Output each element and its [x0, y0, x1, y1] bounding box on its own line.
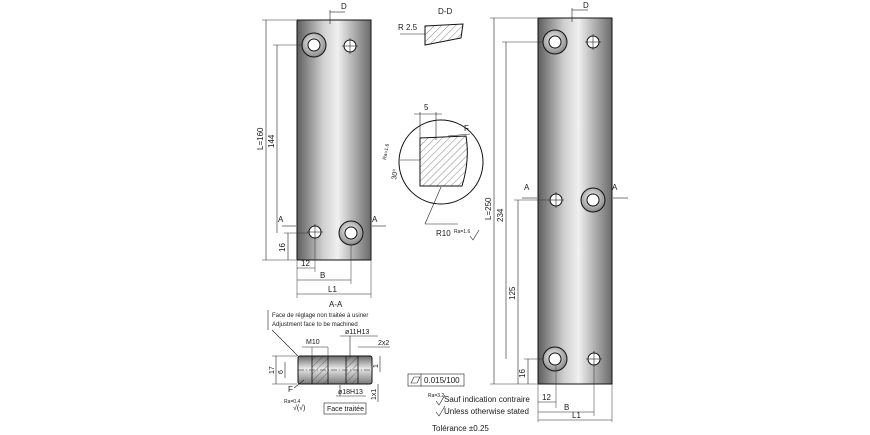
- right-dim-b: B: [564, 403, 569, 412]
- section-aa: A-A Face de réglage non traitée à usiner…: [267, 300, 390, 415]
- left-hole-top-large: [301, 32, 327, 58]
- left-section-mark-d: D: [341, 2, 347, 11]
- right-cut-a-left: A: [524, 183, 530, 192]
- detail-roughness-right: Ra=1.6: [454, 229, 470, 235]
- right-plate-view: D A A L=250 234 125 16 12 B L1: [484, 1, 628, 422]
- left-dim-16: 16: [278, 243, 287, 252]
- section-aa-roughness: Ra=0.4: [284, 399, 300, 405]
- section-aa-roughness-sub: √(√): [293, 404, 305, 412]
- detail-section: [419, 135, 468, 187]
- section-dd: D-D R 2.5: [398, 7, 464, 46]
- left-dim-length: L=160: [256, 127, 265, 150]
- section-aa-note-fr: Face de réglage non traitée à usiner: [272, 313, 368, 319]
- left-hole-bottom-small: [307, 224, 323, 240]
- detail-radius: R10: [436, 229, 451, 238]
- right-dim-234: 234: [496, 208, 505, 222]
- detail-angle: 30°: [390, 168, 400, 180]
- detail-roughness-left: Ra=1.6: [382, 143, 391, 160]
- section-dd-title: D-D: [438, 7, 452, 16]
- left-cut-a-right: A: [372, 215, 378, 224]
- section-aa-dim-1x1: 1x1: [371, 389, 378, 400]
- notes-en: Unless otherwise stated: [444, 407, 529, 416]
- detail-view: 5 F 30° Ra=1.6 R10 Ra=1.6: [382, 103, 484, 241]
- left-cut-a-left: A: [278, 215, 284, 224]
- left-plate-view: D A A L=160 144 16 12 B L1: [256, 2, 386, 298]
- section-aa-dim-6: 6: [278, 370, 285, 374]
- detail-mark-f: F: [464, 124, 469, 133]
- right-dim-16: 16: [518, 369, 527, 378]
- right-hole-top-small: [585, 34, 601, 50]
- section-aa-title: A-A: [329, 300, 343, 309]
- right-cut-a-right: A: [612, 183, 618, 192]
- notes-roughness-label: Ra=3.2: [428, 393, 444, 399]
- section-dd-radius: R 2.5: [398, 23, 418, 32]
- left-hole-bottom-large: [338, 220, 364, 246]
- section-aa-face-treated: Face traitée: [327, 406, 364, 413]
- flatness-tolerance-frame: 0.015/100: [407, 373, 465, 387]
- notes-tolerance: Tolérance ±0.25: [432, 424, 489, 433]
- notes-fr: Sauf indication contraire: [444, 395, 530, 404]
- section-aa-thread: M10: [306, 339, 320, 346]
- left-hole-top-small: [342, 38, 358, 54]
- left-dim-144: 144: [267, 134, 276, 148]
- right-hole-bottom-small: [586, 351, 602, 367]
- right-section-mark-d: D: [583, 1, 589, 10]
- right-dim-12: 12: [542, 393, 551, 402]
- section-aa-note-en: Adjustment face to be machined: [272, 322, 358, 328]
- section-aa-chamfer: 2x2: [378, 340, 389, 347]
- right-dim-125: 125: [508, 286, 517, 300]
- section-aa-hole-18: ø18H13: [338, 389, 363, 396]
- flatness-tolerance-value: 0.015/100: [424, 376, 460, 385]
- right-dim-length: L=250: [484, 197, 493, 220]
- left-dim-12: 12: [301, 259, 310, 268]
- section-dd-profile: [424, 23, 464, 46]
- section-aa-mark-f: F: [288, 385, 293, 394]
- right-dim-l1: L1: [572, 411, 581, 420]
- left-plate: [296, 19, 372, 261]
- left-dim-b: B: [320, 271, 325, 280]
- section-aa-dim-1: 1: [373, 364, 380, 368]
- right-hole-middle-small: [548, 192, 564, 208]
- right-hole-middle-large: [580, 187, 606, 213]
- detail-dim-5: 5: [424, 103, 429, 112]
- general-notes: Ra=3.2 Sauf indication contraire Unless …: [428, 393, 530, 433]
- section-aa-dim-17: 17: [269, 366, 276, 374]
- section-aa-hole-11: ø11H13: [345, 329, 369, 336]
- right-hole-bottom-large: [542, 346, 568, 372]
- right-hole-top-large: [542, 29, 568, 55]
- left-dim-l1: L1: [328, 285, 337, 294]
